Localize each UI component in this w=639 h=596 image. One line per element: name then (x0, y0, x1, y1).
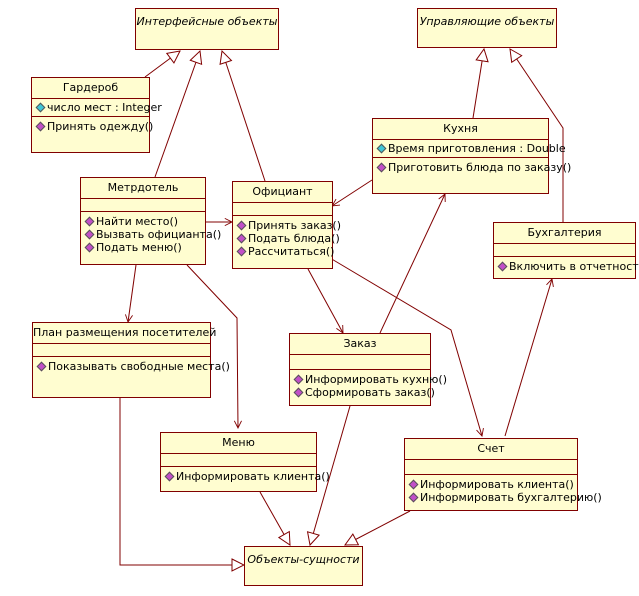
gen-kuhnya (472, 49, 484, 119)
operation-row: Вызвать официанта() (83, 228, 221, 241)
class-name: Счет (405, 439, 577, 460)
gen-buhgalteriya (510, 49, 564, 222)
operation-icon (497, 261, 508, 272)
operations: Принять заказ() Подать блюда() Рассчитат… (233, 216, 341, 261)
gen-garderob (144, 51, 180, 78)
operation-row: Принять одежду() (34, 120, 153, 133)
attributes (405, 460, 577, 475)
class-oficiant: Официант Принять заказ() Подать блюда() … (232, 181, 341, 269)
attributes (81, 199, 205, 212)
operation-row: Включить в отчетность() (496, 260, 639, 273)
attributes (233, 203, 332, 216)
operation-row: Рассчитаться() (235, 245, 334, 258)
operation-row: Подать блюда() (235, 232, 340, 245)
class-name: Бухгалтерия (494, 223, 635, 244)
class-name: Кухня (373, 119, 548, 140)
operation-icon (236, 220, 247, 231)
operations: Принять одежду() (32, 117, 153, 136)
attribute-row: Время приготовления : Double (375, 142, 566, 155)
class-name: Официант (233, 182, 332, 203)
class-zakaz: Заказ Информировать кухню() Сформировать… (289, 333, 447, 406)
operation-icon (84, 242, 95, 253)
gen-oficiant (222, 51, 266, 182)
gen-metrdotel (154, 51, 200, 178)
operations: Показывать свободные места() (33, 357, 230, 376)
operation-icon (84, 216, 95, 227)
operation-row: Информировать клиента() (407, 478, 575, 491)
operations: Информировать клиента() Информировать бу… (405, 475, 602, 507)
operation-icon (293, 387, 304, 398)
gen-menu (259, 491, 290, 545)
attributes (290, 355, 430, 370)
operation-icon (35, 121, 46, 132)
operation-row: Подать меню() (83, 241, 203, 254)
interface-objects-box: Интерфейсные объекты (135, 8, 279, 50)
class-name: Заказ (290, 334, 430, 355)
control-objects-box: Управляющие объекты (417, 8, 557, 48)
attribute-row: число мест : Integer (34, 101, 162, 114)
operations: Найти место() Вызвать официанта() Подать… (81, 212, 221, 257)
operation-icon (293, 374, 304, 385)
class-plan: План размещения посетителей Показывать с… (32, 322, 230, 398)
operation-row: Показывать свободные места() (35, 360, 230, 373)
assoc-schet-buhgalteriya (504, 279, 552, 437)
operation-icon (164, 471, 175, 482)
operation-icon (84, 229, 95, 240)
operation-row: Найти место() (83, 215, 203, 228)
operation-icon (36, 361, 47, 372)
class-name: Метрдотель (81, 178, 205, 199)
attributes (33, 344, 210, 357)
operation-icon (236, 233, 247, 244)
attributes: Время приготовления : Double (373, 140, 566, 158)
operation-row: Приготовить блюда по заказу() (375, 161, 571, 174)
operation-row: Информировать кухню() (292, 373, 447, 386)
operation-row: Сформировать заказ() (292, 386, 435, 399)
class-name: План размещения посетителей (33, 323, 216, 344)
class-buhgalteriya: Бухгалтерия Включить в отчетность() (493, 222, 639, 279)
gen-plan (119, 398, 244, 565)
assoc-oficiant-schet (329, 257, 482, 436)
operations: Приготовить блюда по заказу() (373, 158, 571, 177)
interface-objects-label: Интерфейсные объекты (136, 15, 278, 28)
class-name: Гардероб (32, 78, 149, 99)
class-schet: Счет Информировать клиента() Информирова… (404, 438, 602, 511)
operation-icon (408, 479, 419, 490)
attribute-icon (376, 143, 387, 154)
class-garderob: Гардероб число мест : Integer Принять од… (31, 77, 162, 153)
operation-icon (376, 162, 387, 173)
operation-row: Информировать бухгалтерию() (407, 491, 602, 504)
assoc-kuhnya-oficiant (332, 179, 373, 206)
operations: Включить в отчетность() (494, 257, 639, 276)
operations: Информировать кухню() Сформировать заказ… (290, 370, 447, 402)
control-objects-label: Управляющие объекты (419, 15, 555, 28)
assoc-metrdotel-plan (128, 264, 137, 322)
operation-row: Принять заказ() (235, 219, 341, 232)
operation-icon (408, 492, 419, 503)
gen-zakaz (310, 405, 351, 545)
class-menu: Меню Информировать клиента() (160, 432, 330, 492)
gen-schet (345, 510, 411, 545)
attributes (161, 454, 316, 467)
attributes: число мест : Integer (32, 99, 162, 117)
class-metrdotel: Метрдотель Найти место() Вызвать официан… (80, 177, 221, 265)
operations: Информировать клиента() (161, 467, 330, 486)
entity-objects-label: Объекты-сущности (247, 553, 360, 566)
attribute-icon (35, 102, 46, 113)
entity-objects-box: Объекты-сущности (244, 546, 363, 586)
class-name: Меню (161, 433, 316, 454)
class-kuhnya: Кухня Время приготовления : Double Приго… (372, 118, 571, 194)
assoc-oficiant-zakaz (307, 268, 343, 333)
attributes (494, 244, 635, 257)
operation-row: Информировать клиента() (163, 470, 330, 483)
operation-icon (236, 246, 247, 257)
assoc-zakaz-kuhnya (379, 194, 445, 334)
assoc-metrdotel-menu (186, 264, 238, 428)
